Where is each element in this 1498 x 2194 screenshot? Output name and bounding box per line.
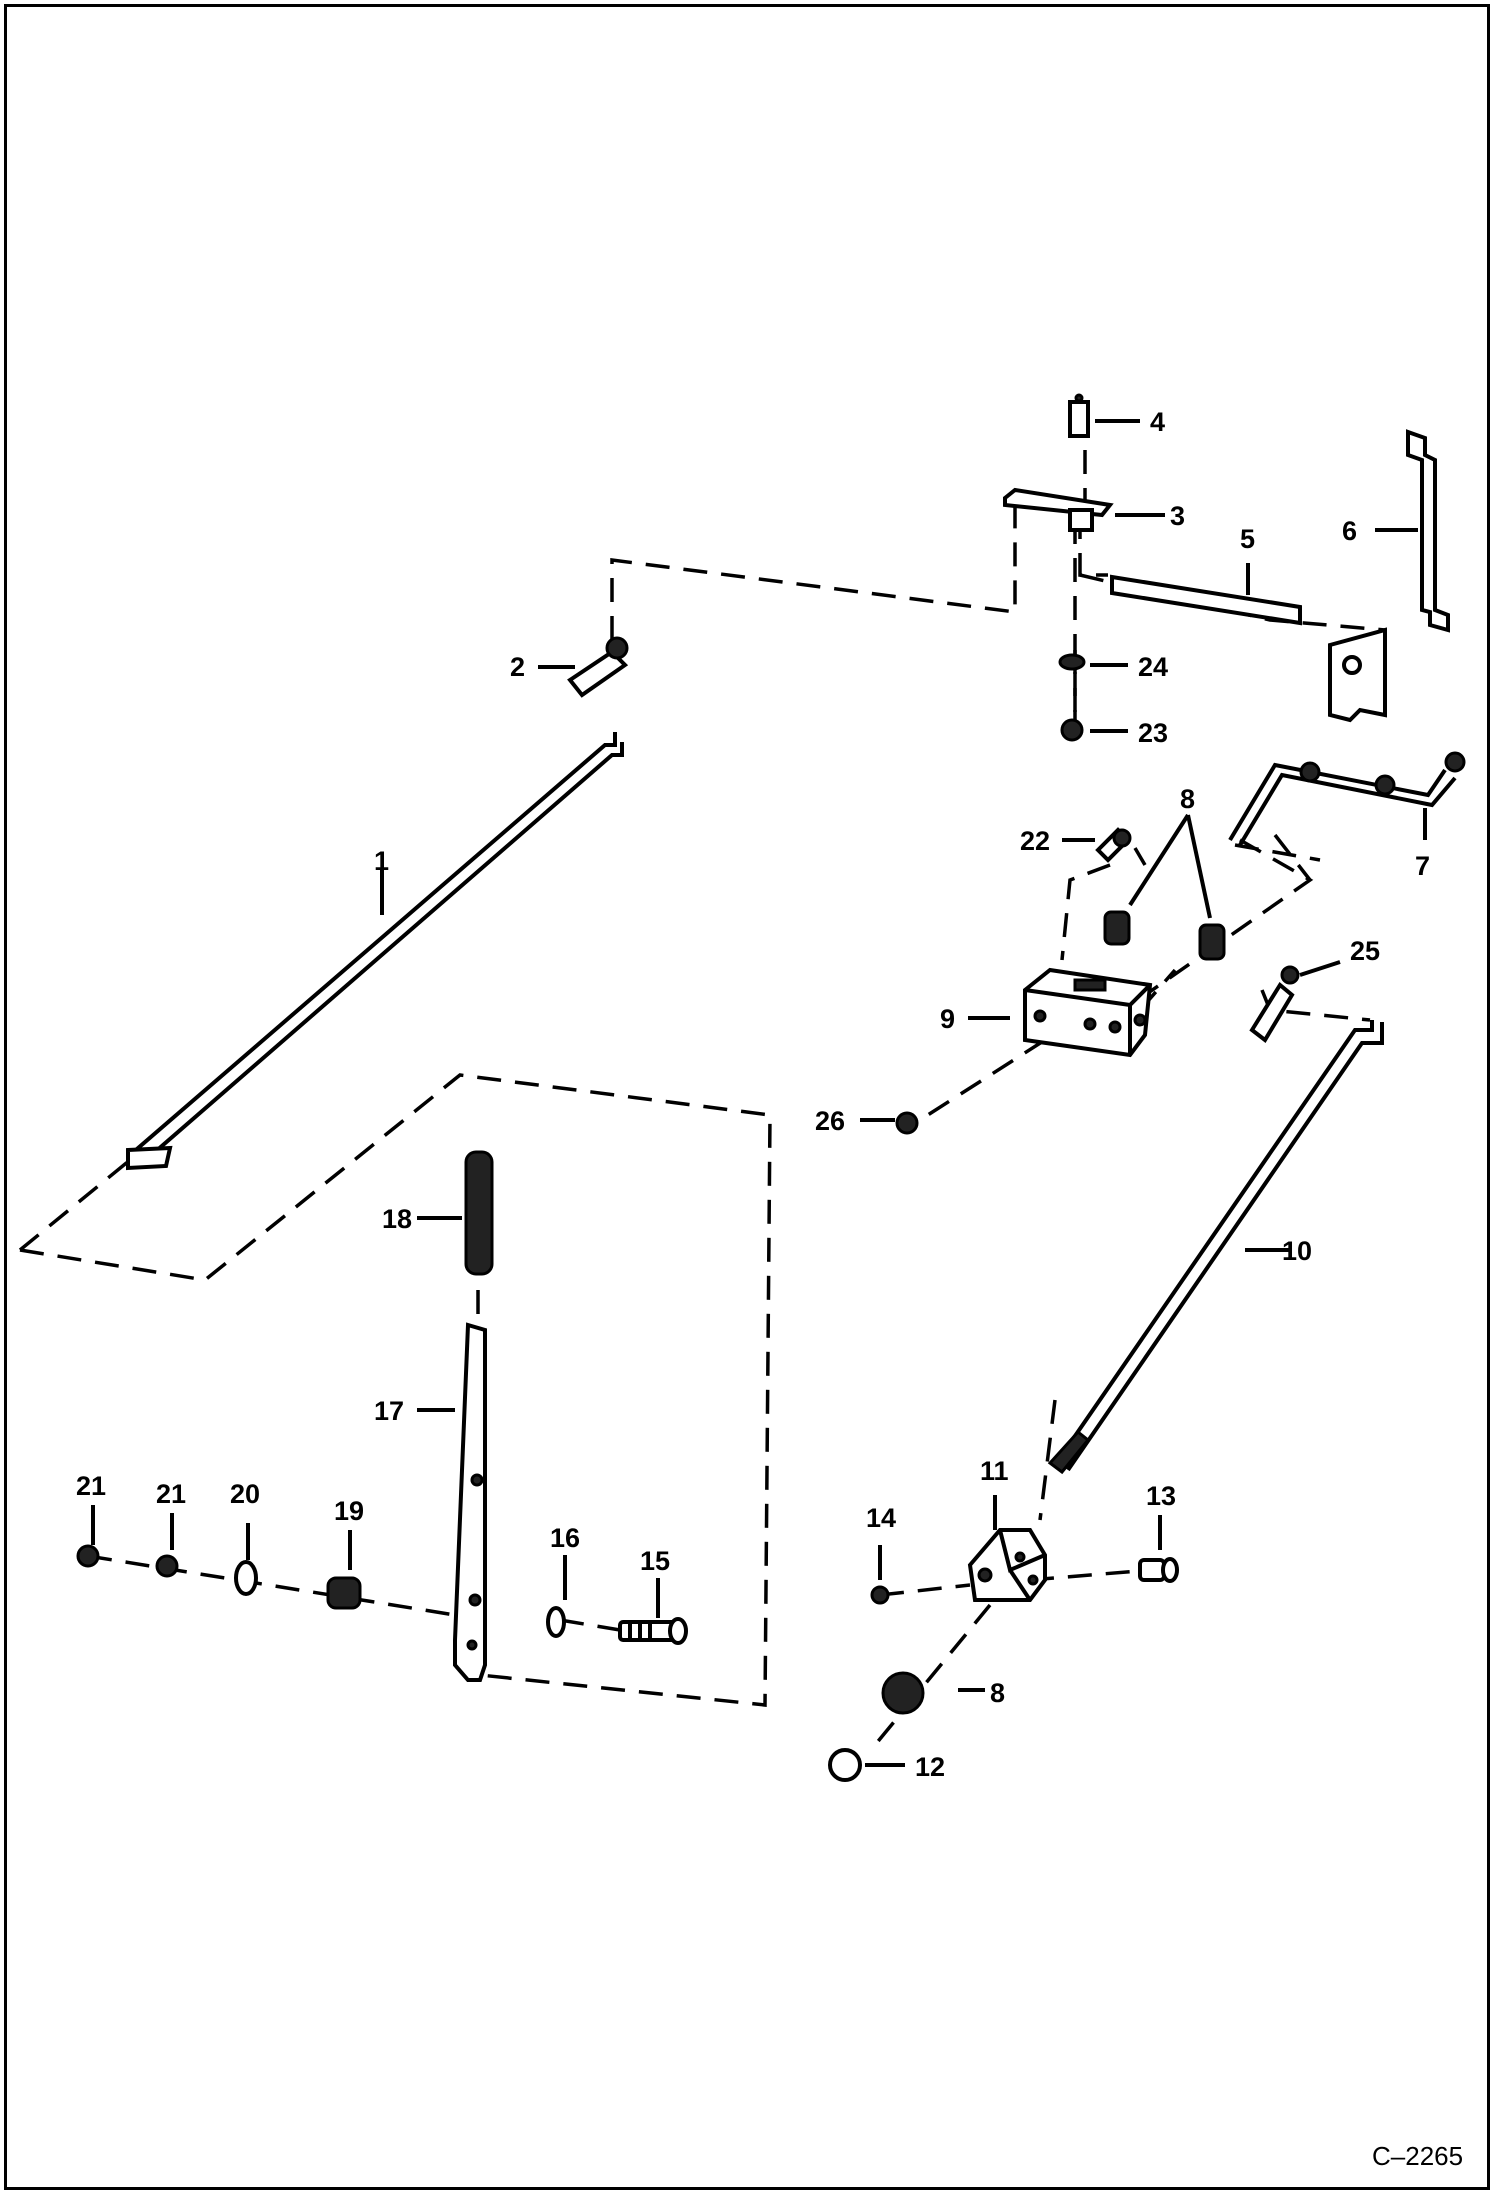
part-nut-23: [1060, 718, 1084, 742]
part-grip-18: [464, 1150, 494, 1276]
callout-7: 7: [1415, 851, 1430, 881]
part-block-11: [967, 1528, 1047, 1602]
callout-14: 14: [866, 1503, 896, 1533]
part-block-9: [1023, 967, 1153, 1058]
part-washer-24: [1058, 653, 1086, 671]
callout-4: 4: [1150, 407, 1165, 437]
callout-8-bottom: 8: [990, 1678, 1005, 1708]
callout-11: 11: [980, 1456, 1009, 1486]
drawing-code: C–2265: [1372, 2141, 1463, 2171]
part-bolt-15: [618, 1617, 688, 1645]
callout-8-top: 8: [1180, 784, 1195, 814]
callout-6: 6: [1342, 516, 1357, 546]
part-ring-12: [828, 1748, 862, 1782]
callout-24: 24: [1138, 652, 1168, 682]
callout-26: 26: [815, 1106, 845, 1136]
callout-18: 18: [382, 1204, 412, 1234]
part-bolt-22: [1095, 827, 1132, 863]
part-nut-14: [870, 1585, 890, 1605]
part-pin-25: [1249, 965, 1300, 1043]
callout-3: 3: [1170, 501, 1185, 531]
callout-16: 16: [550, 1523, 580, 1553]
diagram-border: [4, 4, 1490, 2190]
part-pin-2: [567, 636, 629, 698]
callout-23: 23: [1138, 718, 1168, 748]
part-bushing-19: [326, 1576, 362, 1610]
callout-10: 10: [1282, 1236, 1312, 1266]
callout-20: 20: [230, 1479, 260, 1509]
callout-13: 13: [1146, 1481, 1176, 1511]
callout-9: 9: [940, 1004, 955, 1034]
part-bracket-6: [1406, 429, 1450, 633]
part-bushing-8: [881, 910, 1226, 1715]
leader-lines: [91, 419, 1427, 1767]
part-screw-13: [1138, 1557, 1179, 1583]
callout-17: 17: [374, 1396, 404, 1426]
callout-2: 2: [510, 652, 525, 682]
callout-19: 19: [334, 1496, 364, 1526]
callout-labels: 1 2 3 4 5 6 7 8 8 9 10 11 12 13 14 15 16…: [76, 407, 1430, 1782]
part-rod-1: [126, 732, 624, 1171]
part-bolt-4: [1068, 393, 1090, 438]
callout-1: 1: [374, 846, 389, 876]
part-nut-21: [76, 1544, 179, 1578]
part-nut-26: [895, 1111, 919, 1135]
callout-21-left: 21: [76, 1471, 106, 1501]
callout-15: 15: [640, 1546, 670, 1576]
part-washer-20: [234, 1560, 258, 1596]
part-washer-16: [546, 1606, 566, 1638]
part-bracket-3: [1003, 487, 1114, 532]
part-rod-7: [1228, 751, 1466, 847]
callout-12: 12: [915, 1752, 945, 1782]
assembly-lines: [18, 450, 1386, 1747]
callout-25: 25: [1350, 936, 1380, 966]
part-rod-10: [1047, 1020, 1384, 1475]
part-link-5: [1110, 574, 1387, 723]
callout-21-right: 21: [156, 1479, 186, 1509]
callout-22: 22: [1020, 826, 1050, 856]
callout-5: 5: [1240, 524, 1255, 554]
part-lever-17: [453, 1322, 487, 1682]
